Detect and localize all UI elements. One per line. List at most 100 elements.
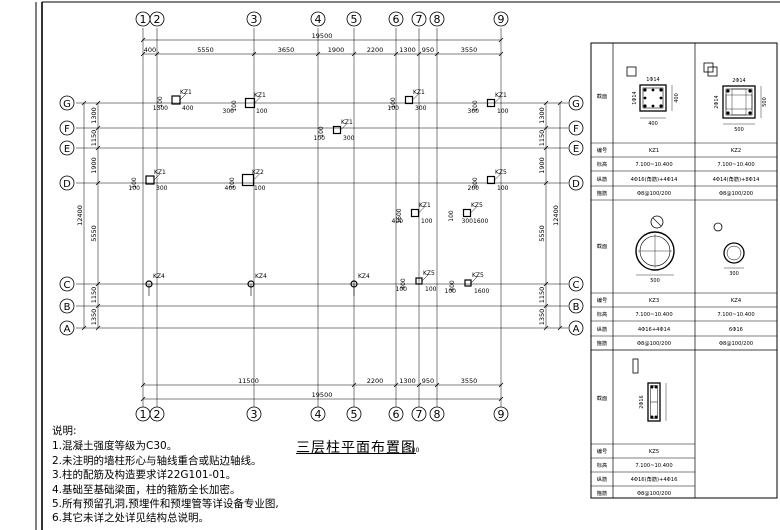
- dim-right-tick: [543, 100, 549, 106]
- column-dim: 400: [392, 218, 404, 225]
- dim-bottom-tick: [498, 382, 504, 388]
- column-tag: KZ5: [471, 202, 483, 209]
- axis-label: 7: [416, 408, 423, 421]
- kz3-rebar: 4Φ16+4Φ14: [638, 327, 671, 333]
- column-dim: 100: [497, 185, 509, 192]
- column-tag: KZ4: [358, 273, 370, 280]
- kz2-elevation: 7.100~10.400: [717, 162, 754, 168]
- dim-bottom-tick: [393, 382, 399, 388]
- kz3-diameter: 500: [650, 278, 660, 284]
- notes-block: 说明: 1.混凝土强度等级为C30。 2.未注明的墙柱形心与轴线重合或贴边轴线。…: [52, 424, 279, 526]
- dim-bottom-tick: [140, 382, 146, 388]
- column-dim: 400: [400, 278, 407, 290]
- column-dim: 300: [462, 218, 474, 225]
- dim-bottom-text: 11500: [238, 377, 259, 385]
- axis-bubble: [568, 320, 584, 336]
- kz1-height: 400: [674, 93, 680, 103]
- dim-left-tick: [95, 303, 101, 309]
- kz2-rebar: 4Φ14(角筋)+8Φ14: [713, 175, 760, 183]
- column-dim: 100: [396, 286, 408, 293]
- column-leader: [421, 274, 429, 282]
- axis-label: A: [64, 324, 71, 335]
- dim-right-total-tick: [557, 100, 563, 106]
- dim-bottom-tick: [416, 382, 422, 388]
- dim-right-tick: [543, 325, 549, 331]
- axis-label: 1: [140, 408, 147, 421]
- axis-bubble: [59, 120, 75, 136]
- column-dim: 100: [448, 210, 455, 222]
- axis-label: 8: [434, 408, 441, 421]
- kz2-note: 2Φ14: [732, 78, 745, 84]
- dim-right-tick: [543, 281, 549, 287]
- axis-bubble: [411, 406, 427, 422]
- dim-left-tick: [95, 100, 101, 106]
- axis-bubble: [568, 120, 584, 136]
- dim-top-tick: [416, 51, 422, 57]
- axis-bubble: [388, 406, 404, 422]
- column-dim: 1600: [396, 208, 403, 223]
- dim-left-tick: [95, 145, 101, 151]
- kz1-code: KZ1: [649, 148, 659, 154]
- dim-right-text: 1900: [538, 157, 546, 174]
- column-dim: 100: [421, 218, 433, 225]
- column-leader: [470, 206, 477, 214]
- column-dim: 100: [131, 177, 138, 189]
- dim-left-text: 1300: [90, 107, 98, 124]
- axis-label: 1: [140, 13, 147, 26]
- note-item: 2.未注明的墙柱形心与轴线重合或贴边轴线。: [52, 454, 262, 467]
- column-dim: 400: [182, 105, 194, 112]
- dim-right-tick: [543, 125, 549, 131]
- axis-bubble: [568, 95, 584, 111]
- dim-right-total-tick: [557, 325, 563, 331]
- column-dim: 100: [425, 286, 437, 293]
- column-dim: 100: [390, 97, 397, 109]
- dim-bottom-text: 2200: [367, 377, 384, 385]
- column-dim: 1600: [474, 288, 489, 295]
- axis-bubble: [59, 95, 75, 111]
- axis-label: 2: [154, 408, 161, 421]
- kz4-diameter: 300: [729, 271, 739, 277]
- column-dim: 1300: [153, 105, 168, 112]
- dim-top-tick: [498, 51, 504, 57]
- axis-label: G: [63, 99, 71, 110]
- dim-right-text: 1350: [538, 309, 546, 326]
- dim-left-tick: [95, 180, 101, 186]
- kz4-section-drawing: [713, 222, 745, 269]
- drawing-title: 三层柱平面布置图: [296, 440, 416, 456]
- column-dim: 400: [225, 185, 237, 192]
- kz5-code: KZ5: [649, 449, 659, 455]
- dim-top-text: 3550: [461, 46, 478, 54]
- kz4-stirrup: Φ8@100/200: [719, 341, 753, 347]
- kz1-note: 1Φ14: [646, 77, 659, 83]
- column-tag: KZ5: [495, 169, 507, 176]
- column-leader: [254, 96, 261, 104]
- column-tag: KZ1: [341, 119, 353, 126]
- kz3-code: KZ3: [649, 298, 659, 304]
- dim-bottom-total-text: 19500: [312, 391, 333, 399]
- column-detail-table: 截面编号标高纵筋箍筋截面编号标高纵筋箍筋截面编号标高纵筋箍筋KZ17.100~1…: [590, 42, 778, 499]
- column-dim: 300: [223, 108, 235, 115]
- dim-bottom-total-tick: [498, 396, 504, 402]
- kz1-section-drawing: [626, 66, 673, 119]
- dim-top-text: 950: [422, 46, 434, 54]
- dim-top-tick: [251, 51, 257, 57]
- column-dim: 100: [256, 108, 268, 115]
- dim-right-text: 5550: [538, 225, 546, 242]
- column-dim: 200: [468, 185, 480, 192]
- table-row-label: 箍筋: [597, 339, 607, 347]
- kz3-section-drawing: [635, 215, 675, 276]
- dim-top-tick: [315, 51, 321, 57]
- axis-bubble: [246, 11, 262, 27]
- table-row-label: 编号: [597, 296, 607, 304]
- dim-top-text: 3650: [278, 46, 295, 54]
- axis-label: 3: [251, 13, 258, 26]
- kz1-side-note: 1Φ14: [632, 91, 638, 104]
- kz4-code: KZ4: [731, 298, 742, 304]
- column-tag: KZ5: [423, 270, 435, 277]
- column-dim: 400: [449, 280, 456, 292]
- kz2-section-drawing: [703, 62, 762, 125]
- kz5-note: 2Φ16: [639, 395, 645, 408]
- table-row-label: 箍筋: [597, 189, 607, 197]
- dim-top-text: 5550: [197, 46, 214, 54]
